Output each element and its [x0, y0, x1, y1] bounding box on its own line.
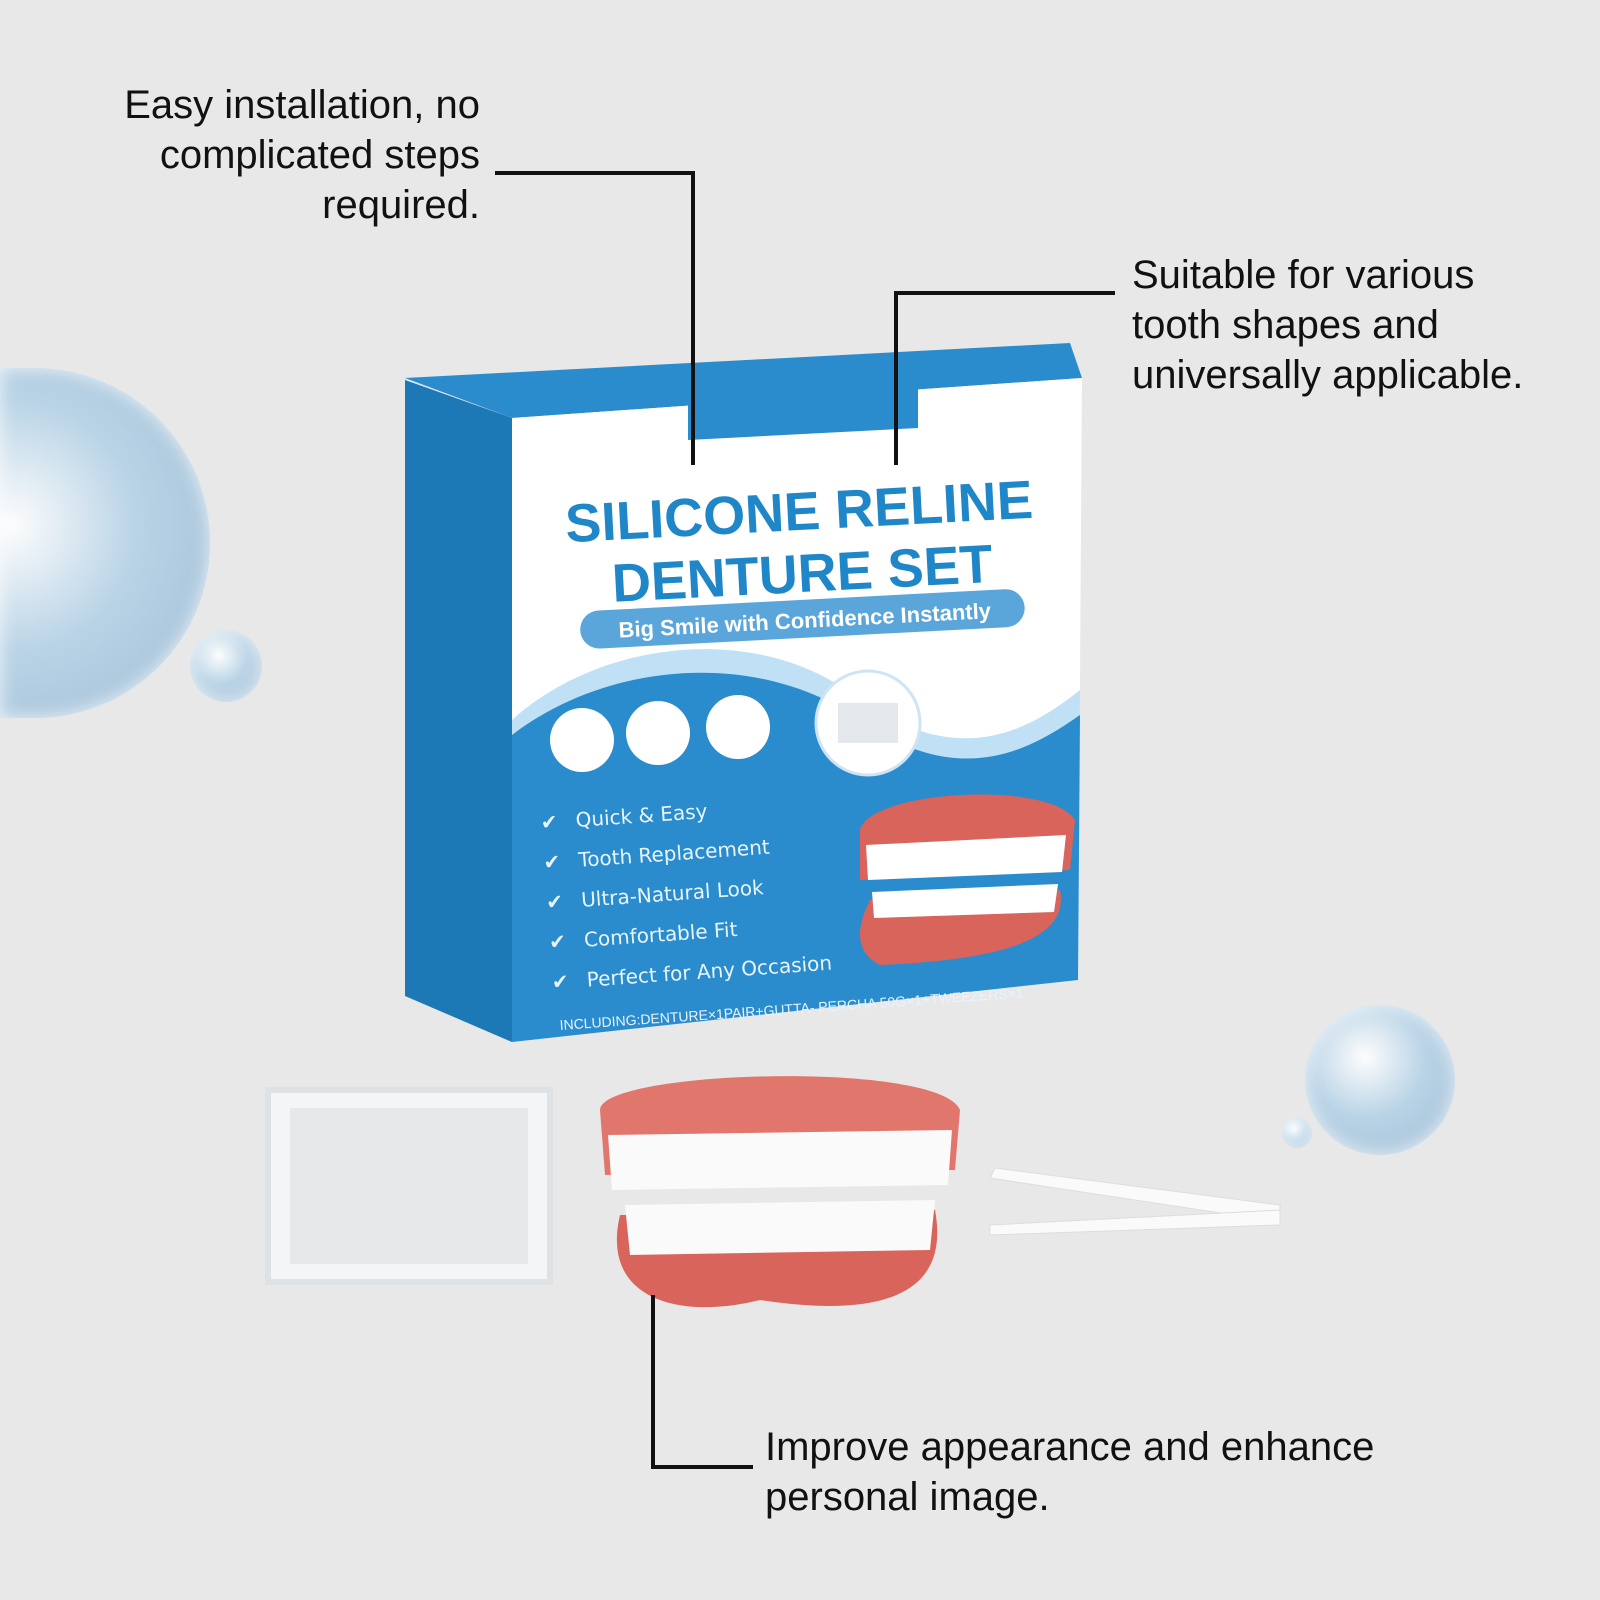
bubble-right [1305, 1005, 1455, 1155]
box-title: SILICONE RELINE DENTURE SET Big Smile wi… [564, 470, 1035, 643]
callout-text: Improve appearance and enhance [765, 1425, 1375, 1469]
callout-appearance: Improve appearance and enhance personal … [765, 1422, 1465, 1522]
tooth-brush-icon [626, 701, 690, 765]
callout-suitable: Suitable for various tooth shapes and un… [1132, 250, 1572, 400]
box-side [405, 380, 512, 1042]
callout-text: complicated steps [159, 133, 480, 177]
check-icon: ✔ [548, 929, 566, 954]
callout-line-suitable [894, 291, 1115, 465]
callout-installation: Easy installation, no complicated steps … [60, 80, 480, 230]
callout-text: required. [322, 183, 480, 227]
check-icon: ✔ [545, 889, 563, 914]
callout-line-installation [495, 171, 695, 465]
callout-text: Easy installation, no [124, 83, 480, 127]
tooth-orbit-icon [706, 695, 770, 759]
box-top-flap [405, 343, 1082, 418]
tweezers [989, 1167, 1281, 1236]
bubble-small-left [190, 630, 262, 702]
tooth-smile-icon [550, 708, 614, 772]
callout-line-appearance [651, 1295, 753, 1469]
callout-text: universally applicable. [1132, 353, 1524, 397]
callout-text: Suitable for various [1132, 253, 1475, 297]
check-icon: ✔ [543, 849, 561, 874]
tagline-pill [580, 589, 1025, 649]
callout-text: tooth shapes and [1132, 303, 1439, 347]
bubble-tiny-right [1282, 1118, 1312, 1148]
callout-text: personal image. [765, 1475, 1050, 1519]
denture-pair [600, 1076, 960, 1308]
check-icon: ✔ [551, 969, 569, 994]
check-icon: ✔ [540, 809, 558, 834]
box-icons [550, 669, 922, 777]
box-top-tab [688, 386, 918, 440]
denture-on-box [860, 794, 1075, 965]
